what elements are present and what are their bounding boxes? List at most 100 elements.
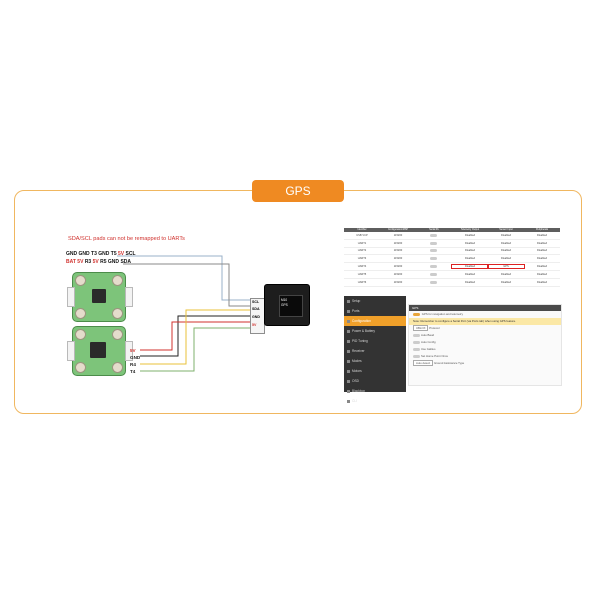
table-cell[interactable]: 115200	[393, 241, 403, 245]
pin-label: SCL	[125, 251, 136, 257]
connector	[67, 287, 75, 307]
pin-label: T3	[91, 251, 97, 257]
table-cell[interactable]: 115200	[393, 233, 403, 237]
table-cell[interactable]: UART6	[357, 280, 367, 284]
gps-toggle[interactable]	[413, 312, 420, 316]
table-cell[interactable]: Disabled	[500, 249, 512, 253]
table-cell[interactable]: UART1	[357, 241, 367, 245]
option-row: Set Home Point Once	[409, 353, 561, 360]
gps-toggle-label: GPS for navigation and telemetry	[421, 312, 463, 316]
gps-note: Note: Remember to configure a Serial Por…	[409, 318, 561, 325]
sidebar-item[interactable]: CLI	[344, 396, 406, 406]
serial-rx-toggle[interactable]	[430, 264, 437, 268]
table-cell[interactable]: 115200	[393, 249, 403, 253]
sidebar-item[interactable]: Modes	[344, 356, 406, 366]
section-header: GPS	[409, 305, 561, 311]
option-toggle[interactable]	[413, 354, 420, 358]
option-toggle[interactable]	[413, 333, 420, 337]
serial-rx-toggle[interactable]	[430, 272, 437, 276]
table-cell[interactable]: Disabled	[464, 280, 476, 284]
table-cell[interactable]: Disabled	[536, 241, 548, 245]
gps-module-text: M10	[281, 298, 288, 302]
table-cell[interactable]: UART5	[357, 272, 367, 276]
table-cell[interactable]: Disabled	[464, 241, 476, 245]
table-cell[interactable]: Disabled	[536, 272, 548, 276]
option-label: Auto Baud	[421, 333, 435, 337]
rx-toggle-cell	[416, 233, 452, 237]
table-cell[interactable]: Disabled	[500, 257, 512, 261]
ground-assist-select[interactable]: Auto detect	[413, 360, 434, 366]
ports-table: Identifier Configuration/MSP Serial Rx T…	[344, 228, 560, 287]
rx-toggle-cell	[416, 249, 452, 253]
pin-label: SDA	[120, 259, 131, 265]
pin-label: GND	[98, 251, 110, 257]
protocol-select[interactable]: UBLOX	[413, 325, 429, 331]
option-toggle[interactable]	[413, 340, 420, 344]
table-cell[interactable]: Disabled	[464, 249, 476, 253]
table-cell[interactable]: 115200	[393, 265, 403, 269]
sidebar-item[interactable]: Configuration	[344, 316, 406, 326]
table-cell[interactable]: UART2	[357, 249, 367, 253]
table-cell[interactable]: Disabled	[500, 280, 512, 284]
table-cell[interactable]: Disabled	[451, 264, 489, 270]
side-label: R4	[130, 362, 136, 367]
table-cell[interactable]: Disabled	[536, 280, 548, 284]
table-cell[interactable]: USB VCP	[356, 233, 368, 237]
sidebar-item[interactable]: OSD	[344, 376, 406, 386]
table-cell[interactable]: 115200	[393, 272, 403, 276]
table-cell[interactable]: UART3	[357, 257, 367, 261]
table-cell[interactable]: Disabled	[464, 233, 476, 237]
connector-pin-label: SDA	[252, 307, 260, 311]
pin-row-1: GND GND T3 GND T5 5V SCL	[66, 251, 136, 257]
sidebar-item[interactable]: Ports	[344, 306, 406, 316]
gps-antenna	[279, 295, 303, 317]
table-cell[interactable]: Disabled	[464, 257, 476, 261]
serial-rx-toggle[interactable]	[430, 280, 437, 284]
table-header: Identifier Configuration/MSP Serial Rx T…	[344, 228, 560, 232]
table-cell[interactable]: GPS	[487, 264, 525, 270]
pin-label: R3	[84, 259, 92, 265]
table-cell[interactable]: Disabled	[500, 241, 512, 245]
section-title: GPS	[252, 180, 344, 202]
serial-rx-toggle[interactable]	[430, 249, 437, 253]
rx-toggle-cell	[416, 257, 452, 261]
mount-hole	[112, 308, 123, 319]
table-cell[interactable]: Disabled	[536, 249, 548, 253]
connector	[125, 287, 133, 307]
table-cell[interactable]: Disabled	[500, 233, 512, 237]
table-cell[interactable]: UART4	[357, 265, 367, 269]
table-cell[interactable]: Disabled	[536, 265, 548, 269]
sidebar-item[interactable]: Power & Battery	[344, 326, 406, 336]
option-row: Auto Config	[409, 339, 561, 346]
serial-rx-toggle[interactable]	[430, 233, 437, 237]
side-label: T4	[130, 369, 136, 374]
sidebar-item[interactable]: Blackbox	[344, 386, 406, 396]
column-header: Serial Rx	[429, 228, 439, 231]
table-cell[interactable]: Disabled	[464, 272, 476, 276]
serial-rx-toggle[interactable]	[430, 257, 437, 261]
table-cell[interactable]: Disabled	[500, 272, 512, 276]
table-cell[interactable]: Disabled	[536, 257, 548, 261]
sidebar-item[interactable]: Setup	[344, 296, 406, 306]
sidebar-item[interactable]: Receiver	[344, 346, 406, 356]
gps-feature-toggle-row: GPS for navigation and telemetry	[409, 311, 561, 318]
sidebar-item[interactable]: PID Tuning	[344, 336, 406, 346]
mount-hole	[75, 275, 86, 286]
table-cell[interactable]: 115200	[393, 280, 403, 284]
option-toggle[interactable]	[413, 347, 420, 351]
serial-rx-toggle[interactable]	[430, 241, 437, 245]
pin-label: GND	[66, 251, 78, 257]
pin-label: BAT	[66, 259, 76, 265]
table-cell[interactable]: Disabled	[536, 233, 548, 237]
table-cell[interactable]: 115200	[393, 257, 403, 261]
ground-assist-row: Auto detect Ground Assistance Type	[409, 360, 561, 367]
flight-controller-top	[67, 272, 133, 322]
table-row: UART6 115200 Disabled Disabled Disabled	[344, 279, 560, 287]
table-row: UART5 115200 Disabled Disabled Disabled	[344, 271, 560, 279]
sidebar-item[interactable]: Motors	[344, 366, 406, 376]
pin-label: 5V	[92, 259, 99, 265]
pin-label: R5	[100, 259, 107, 265]
